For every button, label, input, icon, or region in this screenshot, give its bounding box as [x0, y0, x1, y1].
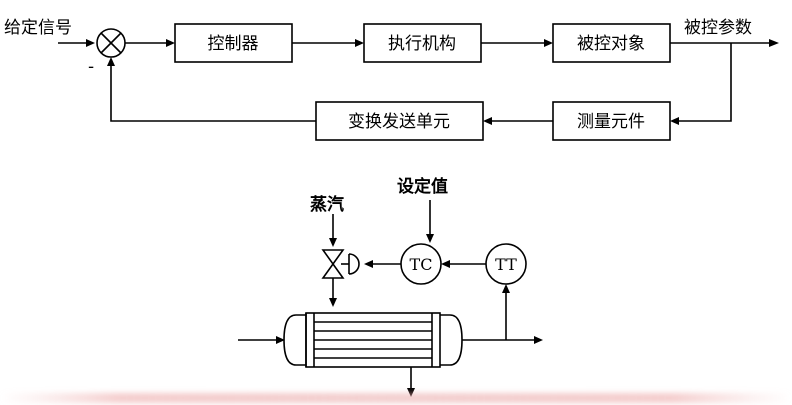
steam-inlet-arrowhead [329, 238, 337, 247]
measurement-tap-arrowhead [502, 284, 510, 293]
process-outlet-arrowhead [534, 336, 543, 344]
input-arrowhead [86, 39, 95, 47]
output-signal-label: 被控参数 [684, 18, 752, 38]
steam-label: 蒸汽 [310, 194, 344, 215]
plant-label: 被控对象 [577, 34, 645, 54]
heat-exchanger [283, 312, 463, 368]
tt-to-tc-arrowhead [441, 260, 450, 268]
bottom-blur-strip [0, 393, 792, 403]
tt-tag: TT [495, 255, 517, 274]
sensor-label: 测量元件 [577, 112, 645, 132]
sensor-block: 测量元件 [552, 101, 671, 141]
arrowhead-plant [544, 39, 553, 47]
input-signal-label: 给定信号 [4, 18, 72, 38]
minus-sign: - [88, 57, 94, 77]
arrowhead-controller [166, 39, 175, 47]
control-valve [321, 249, 345, 279]
transmitter-block: 变换发送单元 [315, 101, 484, 141]
tc-to-valve-arrowhead [364, 260, 373, 268]
output-arrowhead [769, 39, 779, 47]
temperature-transmitter: TT [485, 243, 527, 285]
arrowhead-sensor [670, 117, 679, 125]
block-diagram: 给定信号 - 控制器 执行机构 [4, 18, 779, 141]
actuator-label: 执行机构 [388, 34, 456, 54]
transmitter-label: 变换发送单元 [348, 112, 450, 132]
setpoint-label: 设定值 [397, 176, 448, 197]
condensate-outlet-arrowhead [407, 388, 415, 397]
process-diagram: 设定值 蒸汽 TC TT [238, 176, 543, 397]
temperature-controller: TC [400, 243, 442, 285]
steam-to-exchanger-arrowhead [329, 298, 337, 307]
feedback-takeoff-line [673, 43, 732, 122]
arrowhead-transmitter [483, 117, 492, 125]
actuator-block: 执行机构 [363, 23, 482, 63]
arrowhead-junction-feedback [107, 57, 115, 66]
setpoint-arrowhead [426, 234, 434, 243]
summing-junction [96, 28, 126, 58]
process-inlet-arrowhead [276, 336, 285, 344]
feedback-return-line [110, 61, 316, 122]
tc-tag: TC [410, 255, 433, 274]
controller-block: 控制器 [174, 23, 293, 63]
valve-actuator [341, 253, 360, 275]
controller-label: 控制器 [208, 34, 259, 54]
plant-block: 被控对象 [552, 23, 671, 63]
arrowhead-actuator [355, 39, 364, 47]
